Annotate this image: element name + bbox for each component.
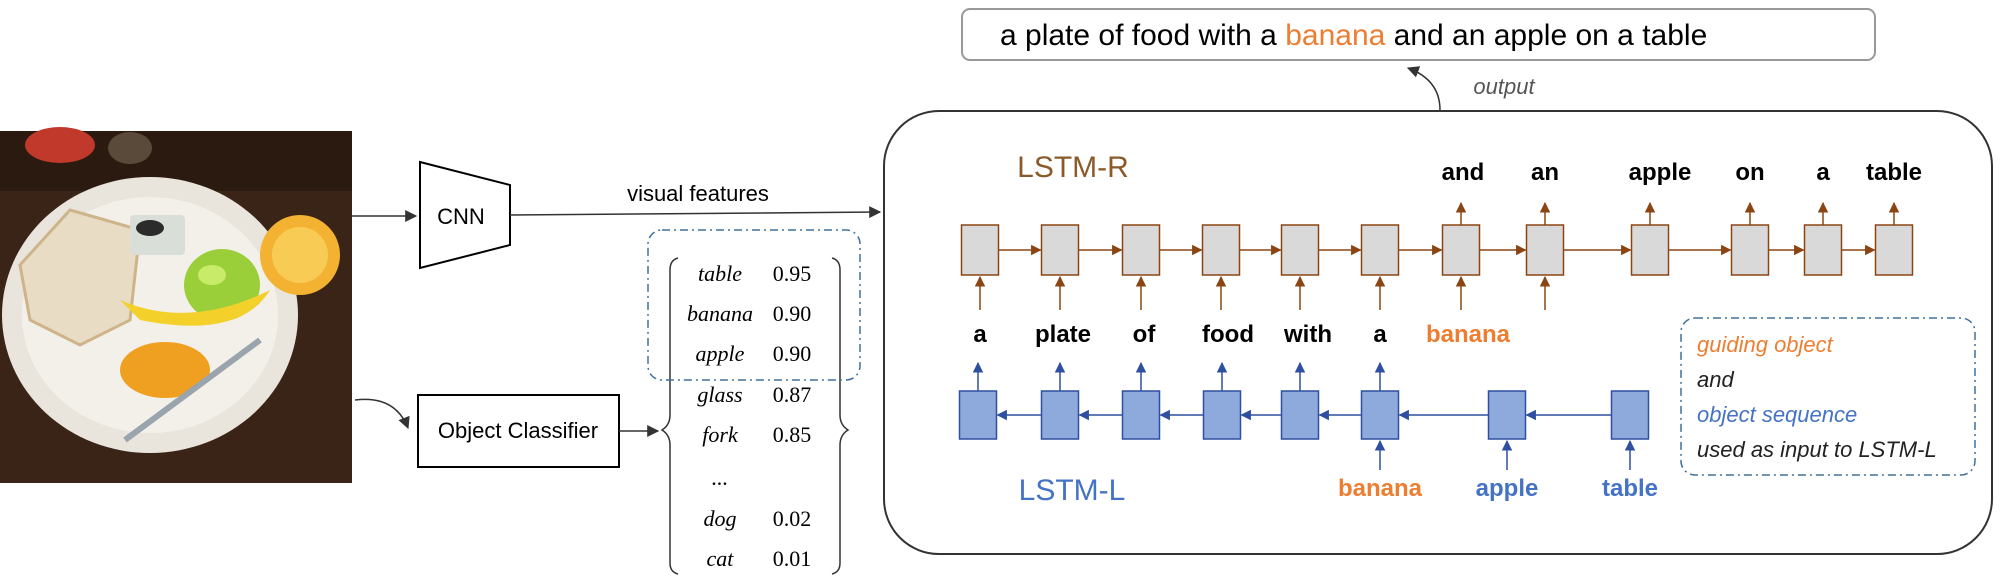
lstm-r-label: LSTM-R: [1017, 151, 1129, 184]
legend-object-sequence: object sequence: [1697, 402, 1857, 427]
legend-used-as-input: used as input to LSTM-L: [1697, 437, 1937, 462]
top3-highlight: [647, 229, 861, 381]
prob-score: 0.90: [773, 341, 812, 366]
lstm-r-row: and an apple on a table: [960, 159, 1922, 310]
lstm-l-label: LSTM-L: [1019, 474, 1126, 507]
prob-label: glass: [697, 382, 742, 407]
probability-list: table 0.95 banana 0.90 apple 0.90 glass 0.87 for…: [687, 261, 811, 571]
prob-score: 0.95: [773, 261, 812, 286]
lstm-r-output-word: on: [1735, 159, 1764, 186]
lstm-l-input-word: banana: [1338, 475, 1423, 502]
prob-score: 0.02: [773, 506, 812, 531]
cnn-label: CNN: [437, 204, 485, 229]
legend-box: [1680, 317, 1976, 476]
prob-label: banana: [687, 301, 753, 326]
prob-label: apple: [696, 341, 745, 366]
lstm-l-input-word: table: [1602, 475, 1658, 502]
shared-word: plate: [1035, 321, 1091, 348]
lstm-r-cell: [1201, 224, 1241, 276]
lstm-r-cell: [1630, 224, 1670, 276]
lstm-l-row: banana apple table: [958, 361, 1658, 502]
caption-box: [961, 8, 1876, 61]
shared-word: a: [973, 321, 987, 348]
lstm-r-output-word: and: [1442, 159, 1485, 186]
output-label: output: [1473, 74, 1535, 99]
lstm-r-output-word: table: [1866, 159, 1922, 186]
object-classifier-label: Object Classifier: [438, 418, 598, 443]
output-arrow: [1406, 66, 1441, 111]
shared-word: of: [1133, 321, 1157, 348]
caption-pre: a plate of food with a: [1000, 19, 1285, 52]
lstm-r-cell: [1525, 224, 1565, 276]
prob-score: 0.90: [773, 301, 812, 326]
prob-label: dog: [704, 506, 737, 531]
lstm-r-output-word: an: [1531, 159, 1559, 186]
shared-word: food: [1202, 321, 1254, 348]
lstm-l-input-word: apple: [1476, 475, 1539, 502]
lstm-l-cell: [1280, 390, 1320, 440]
prob-score: 0.85: [773, 422, 812, 447]
lstm-r-cell: [1874, 224, 1914, 276]
lstm-r-cell: [1441, 224, 1481, 276]
lstm-l-cell: [1040, 390, 1080, 440]
lstm-r-cell: [960, 224, 1000, 276]
object-classifier-box: [417, 394, 620, 468]
shared-word: banana: [1426, 321, 1511, 348]
lstm-l-cell: [1202, 390, 1242, 440]
legend-guiding-object: guiding object: [1697, 332, 1834, 357]
lstm-r-cell: [1280, 224, 1320, 276]
lstm-container: [883, 110, 1993, 555]
shared-words: a plate of food with a banana: [973, 321, 1510, 348]
cnn-block: [419, 160, 511, 270]
lstm-r-cell: [1803, 224, 1843, 276]
caption-highlight: banana: [1285, 19, 1385, 52]
shared-word: with: [1283, 321, 1332, 348]
prob-score: 0.87: [773, 382, 812, 407]
lstm-r-cell: [1121, 224, 1161, 276]
list-right-brace: [831, 257, 850, 575]
legend-and: and: [1697, 367, 1734, 392]
lstm-r-cell: [1730, 224, 1770, 276]
prob-score: 0.01: [773, 546, 812, 571]
visual-features-label: visual features: [627, 181, 769, 206]
lstm-r-cell: [1360, 224, 1400, 276]
lstm-l-cell: [1360, 390, 1400, 440]
shared-word: a: [1373, 321, 1387, 348]
food-photo: [0, 127, 352, 483]
prob-label: cat: [707, 546, 735, 571]
lstm-l-cell: [1610, 390, 1650, 440]
lstm-r-output-word: apple: [1629, 159, 1692, 186]
photo-to-classifier-arrow: [354, 398, 410, 430]
caption-text: a plate of food with a banana and an app…: [1000, 19, 1707, 52]
caption-post: and an apple on a table: [1385, 19, 1707, 52]
lstm-r-output-word: a: [1816, 159, 1830, 186]
lstm-l-cell: [1121, 390, 1161, 440]
lstm-l-cell: [1487, 390, 1527, 440]
lstm-r-cell: [1040, 224, 1080, 276]
prob-label: fork: [702, 422, 739, 447]
prob-label: ...: [712, 465, 729, 490]
prob-label: table: [698, 261, 742, 286]
list-left-brace: [660, 257, 679, 575]
lstm-l-cell: [958, 390, 998, 440]
visual-features-arrow: [509, 206, 882, 219]
